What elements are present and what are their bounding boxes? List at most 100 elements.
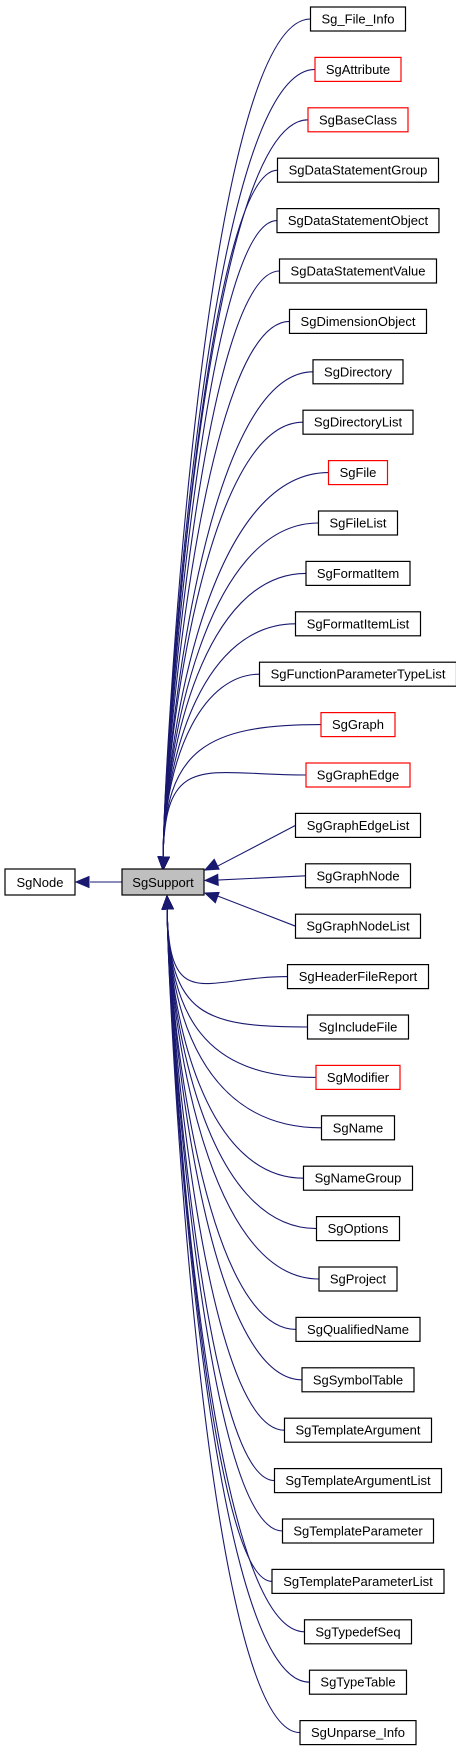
- node-sggraphnode-label: SgGraphNode: [316, 868, 399, 883]
- node-sgsupport[interactable]: SgSupport: [121, 868, 205, 896]
- node-sgdatastatementvalue-box: [278, 258, 438, 284]
- node-sgattribute-label: SgAttribute: [326, 62, 390, 77]
- node-sgdirectory[interactable]: SgDirectory: [312, 359, 404, 385]
- node-sgnamegroup[interactable]: SgNameGroup: [302, 1165, 414, 1191]
- node-sggraphedgelist-box: [294, 812, 422, 839]
- node-sgproject[interactable]: SgProject: [318, 1266, 398, 1292]
- node-sggraphedge[interactable]: SgGraphEdge: [305, 762, 411, 788]
- node-sgdatastatementgroup-box: [276, 157, 440, 183]
- node-sgformatitem[interactable]: SgFormatItem: [305, 560, 411, 587]
- node-sgtypetable[interactable]: SgTypeTable: [308, 1669, 408, 1695]
- node-sgbaseclass[interactable]: SgBaseClass: [307, 107, 409, 133]
- node-sgtypedefseq[interactable]: SgTypedefSeq: [303, 1619, 413, 1645]
- node-sgdirectorylist-label: SgDirectoryList: [314, 415, 403, 430]
- node-sgtemplateparameter-label: SgTemplateParameter: [293, 1524, 423, 1539]
- node-sgdimensionobject[interactable]: SgDimensionObject: [288, 308, 428, 334]
- node-sgformatitemlist[interactable]: SgFormatItemList: [294, 611, 422, 637]
- edge-sgdatastatementgroup-to-sgsupport: [162, 169, 278, 859]
- arrowhead-sgnode: [74, 875, 90, 889]
- node-sgformatitem-box: [305, 560, 411, 587]
- node-sgnode[interactable]: SgNode: [4, 868, 76, 896]
- node-sgtemplateargument-box: [283, 1417, 433, 1443]
- node-sgoptions-box: [315, 1215, 401, 1242]
- edge-sgtemplateparameter-to-sgsupport: [166, 907, 283, 1532]
- nodes-layer: SgNode SgSupport Sg_File_InfoSgAttribute…: [4, 6, 456, 1746]
- node-sggraph[interactable]: SgGraph: [320, 711, 396, 738]
- node-sgdimensionobject-label: SgDimensionObject: [301, 314, 416, 329]
- node-sgdirectory-label: SgDirectory: [324, 364, 392, 379]
- node-sgnamegroup-label: SgNameGroup: [315, 1171, 402, 1186]
- node-sgname[interactable]: SgName: [320, 1115, 396, 1141]
- node-sggraphedge-label: SgGraphEdge: [317, 768, 399, 783]
- node-sggraphedgelist-label: SgGraphEdgeList: [307, 818, 410, 833]
- node-sgtemplateparameterlist-label: SgTemplateParameterList: [283, 1574, 433, 1589]
- node-sgformatitemlist-box: [294, 611, 422, 637]
- node-sgtypedefseq-label: SgTypedefSeq: [315, 1624, 400, 1639]
- arrowhead-sggraphedge: [157, 856, 170, 872]
- node-sgproject-label: SgProject: [330, 1272, 387, 1287]
- node-sgfilelist-box: [317, 510, 399, 536]
- edge-sggraphnode-to-sgsupport: [216, 875, 306, 881]
- node-sgdirectory-box: [312, 359, 404, 385]
- node-sgfile[interactable]: SgFile: [327, 460, 389, 486]
- node-sgdatastatementgroup[interactable]: SgDataStatementGroup: [276, 157, 440, 183]
- node-sgattribute[interactable]: SgAttribute: [314, 56, 402, 83]
- node-sggraphedgelist[interactable]: SgGraphEdgeList: [294, 812, 422, 839]
- node-sgname-box: [320, 1115, 396, 1141]
- node-sgdirectorylist-box: [302, 409, 414, 435]
- node-sgmodifier-label: SgModifier: [327, 1070, 390, 1085]
- node-sgtemplateargument-label: SgTemplateArgument: [295, 1423, 420, 1438]
- node-sgtypetable-label: SgTypeTable: [320, 1675, 395, 1690]
- edge-sgtemplateargument-to-sgsupport: [166, 907, 285, 1431]
- node-sgfunctionparametertypelist[interactable]: SgFunctionParameterTypeList: [258, 661, 456, 687]
- node-sg-file-info[interactable]: Sg_File_Info: [309, 6, 407, 32]
- node-sgsymboltable[interactable]: SgSymbolTable: [301, 1367, 415, 1393]
- node-sggraphnode[interactable]: SgGraphNode: [304, 863, 412, 889]
- node-sgtypetable-box: [308, 1669, 408, 1695]
- node-sgheaderfilereport-label: SgHeaderFileReport: [299, 969, 418, 984]
- node-sgfunctionparametertypelist-box: [258, 661, 456, 687]
- node-sgtemplateargument[interactable]: SgTemplateArgument: [283, 1417, 433, 1443]
- node-sgdimensionobject-box: [288, 308, 428, 334]
- node-sgtemplateargumentlist-label: SgTemplateArgumentList: [285, 1473, 431, 1488]
- node-sgheaderfilereport[interactable]: SgHeaderFileReport: [286, 963, 430, 990]
- edge-sgoptions-to-sgsupport: [166, 907, 317, 1230]
- edge-sgqualifiedname-to-sgsupport: [166, 907, 297, 1330]
- node-sgqualifiedname[interactable]: SgQualifiedName: [295, 1316, 421, 1343]
- node-sgdatastatementvalue-label: SgDataStatementValue: [291, 264, 426, 279]
- node-sgname-label: SgName: [333, 1120, 384, 1135]
- arrowhead-sggraphnodelist: [203, 891, 220, 904]
- node-sggraphnodelist[interactable]: SgGraphNodeList: [294, 913, 422, 939]
- node-sgmodifier[interactable]: SgModifier: [315, 1064, 401, 1091]
- node-sgformatitemlist-label: SgFormatItemList: [307, 616, 410, 631]
- node-sgdatastatementobject[interactable]: SgDataStatementObject: [276, 208, 440, 234]
- edge-sgdatastatementobject-to-sgsupport: [162, 220, 278, 859]
- node-sgfilelist[interactable]: SgFileList: [317, 510, 399, 536]
- node-sgtemplateparameterlist[interactable]: SgTemplateParameterList: [271, 1568, 445, 1595]
- node-sgmodifier-box: [315, 1064, 401, 1091]
- edge-sggraphnodelist-to-sgsupport: [216, 895, 296, 927]
- node-sgtemplateparameter[interactable]: SgTemplateParameter: [281, 1518, 435, 1544]
- node-sgdirectorylist[interactable]: SgDirectoryList: [302, 409, 414, 435]
- node-sgtemplateargumentlist[interactable]: SgTemplateArgumentList: [273, 1467, 443, 1494]
- node-sgunparse-info-box: [299, 1719, 417, 1746]
- node-sggraphnodelist-label: SgGraphNodeList: [306, 919, 410, 934]
- node-sgincludefile[interactable]: SgIncludeFile: [306, 1014, 410, 1040]
- node-sgbaseclass-box: [307, 107, 409, 133]
- edge-sgunparse-info-to-sgsupport: [166, 907, 301, 1734]
- edge-sgattribute-to-sgsupport: [162, 68, 316, 859]
- edge-sgtemplateparameterlist-to-sgsupport: [166, 907, 273, 1582]
- node-sgdatastatementgroup-label: SgDataStatementGroup: [289, 163, 428, 178]
- node-sgproject-box: [318, 1266, 398, 1292]
- node-sgnode-label: SgNode: [17, 875, 64, 890]
- edge-sgnamegroup-to-sgsupport: [166, 907, 304, 1179]
- node-sgdatastatementvalue[interactable]: SgDataStatementValue: [278, 258, 438, 284]
- arrowhead-sggraphnode: [203, 873, 219, 887]
- edge-sggraphedgelist-to-sgsupport: [216, 824, 296, 867]
- node-sgunparse-info[interactable]: SgUnparse_Info: [299, 1719, 417, 1746]
- node-sggraph-box: [320, 711, 396, 738]
- node-sgsupport-label: SgSupport: [132, 875, 194, 890]
- arrowhead-sgunparse-info: [161, 894, 174, 910]
- edge-sggraphedge-to-sgsupport: [162, 771, 307, 859]
- node-sgoptions[interactable]: SgOptions: [315, 1215, 401, 1242]
